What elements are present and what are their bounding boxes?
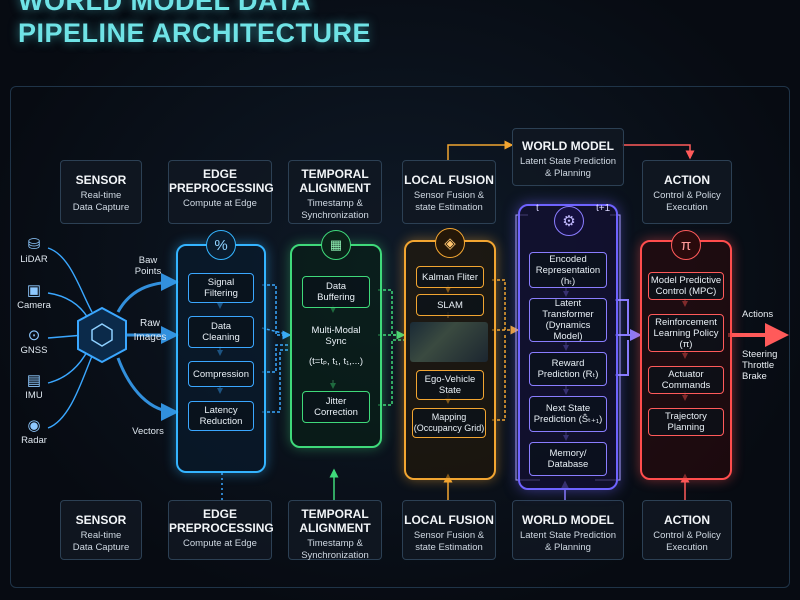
header-title: WORLD MODEL xyxy=(522,139,614,153)
edge-block-latency: Latency Reduction xyxy=(188,401,254,431)
header-subtitle: Sensor Fusion & state Estimation xyxy=(413,530,485,553)
output-actions-items: Steering Throttle Brake xyxy=(742,349,778,382)
fusion-block-kalman: Kalman Fliter xyxy=(416,266,484,288)
header-subtitle: Timestamp & Synchronization xyxy=(301,538,369,561)
temporal-block-buffering: Data Buffering xyxy=(302,276,370,308)
location-pin-icon: ⊙ xyxy=(27,327,41,344)
flow-label-points: Baw Points xyxy=(134,255,162,277)
fusion-map-visual xyxy=(410,322,488,362)
camera-icon: ▣ xyxy=(26,282,42,299)
header-title: EDGE PREPROCESSING xyxy=(169,167,274,195)
page-title-line1: WORLD MODEL DATA xyxy=(18,0,311,16)
header-sensor-bottom: SENSOR Real-time Data Capture xyxy=(60,500,142,560)
sensor-label: LiDAR xyxy=(20,254,48,265)
edge-block-compression: Compression xyxy=(188,361,254,387)
action-block-rl-policy: Reinforcement Learning Policy (π) xyxy=(648,314,724,352)
sensor-gnss: ⊙GNSS xyxy=(14,327,54,356)
temporal-block-jitter: Jitter Correction xyxy=(302,391,370,423)
stage-world-model: ⚙ t t+1 Encoded Representation (hₜ) Late… xyxy=(518,203,618,490)
output-actions-label: Actions xyxy=(742,309,774,320)
header-world-bottom: WORLD MODEL Latent State Prediction & Pla… xyxy=(512,500,624,560)
header-title: ACTION xyxy=(664,513,710,527)
header-title: SENSOR xyxy=(75,173,127,187)
edge-block-cleaning: Data Cleaning xyxy=(188,316,254,348)
action-block-actuator: Actuator Commands xyxy=(648,366,724,394)
sensor-imu: ▤IMU xyxy=(14,372,54,401)
header-title: LOCAL FUSION xyxy=(404,173,494,187)
sensor-label: Radar xyxy=(21,435,47,446)
header-title: TEMPORAL ALIGNMENT xyxy=(299,507,371,535)
sensor-lidar: ⛁LiDAR xyxy=(14,236,54,265)
fusion-icon: ◈ xyxy=(435,228,465,258)
pi-icon: π xyxy=(671,230,701,260)
time-label-t1: t+1 xyxy=(596,203,611,214)
header-subtitle: Real-time Data Capture xyxy=(72,190,130,213)
fusion-block-mapping: Mapping (Occupancy Grid) xyxy=(412,408,486,438)
world-block-transformer: Latent Transformer (Dynamics Model) xyxy=(529,298,607,342)
temporal-block-timestamps: (t=tₚ, t₁, t₁,...) xyxy=(308,355,364,367)
sensor-label: IMU xyxy=(25,390,43,401)
time-label-t: t xyxy=(536,203,539,214)
flow-label-vectors: Vectors xyxy=(132,426,164,437)
header-title: LOCAL FUSION xyxy=(404,513,494,527)
sensor-hub xyxy=(77,306,127,364)
sensor-label: Camera xyxy=(17,300,51,311)
header-title: WORLD MODEL xyxy=(522,513,614,527)
fusion-block-slam: SLAM xyxy=(416,294,484,316)
header-subtitle: Compute at Edge xyxy=(183,198,257,209)
header-subtitle: Latent State Prediction & Planning xyxy=(519,530,617,553)
header-subtitle: Control & Policy Execution xyxy=(653,190,721,213)
flow-label-images: Raw Images xyxy=(133,318,167,343)
sensor-radar: ◉Radar xyxy=(14,417,54,446)
header-action-bottom: ACTION Control & Policy Execution xyxy=(642,500,732,560)
page-title-line2: PIPELINE ARCHITECTURE xyxy=(18,18,372,48)
header-subtitle: Timestamp & Synchronization xyxy=(301,198,369,221)
fusion-block-ego-state: Ego-Vehicle State xyxy=(416,370,484,400)
header-sensor-top: SENSOR Real-time Data Capture xyxy=(60,160,142,224)
world-block-memory: Memory/ Database xyxy=(529,442,607,476)
temporal-block-sync: Multi-Modal Sync xyxy=(311,325,361,347)
stage-fusion: ◈ Kalman Fliter SLAM Ego-Vehicle State M… xyxy=(404,228,496,480)
header-subtitle: Control & Policy Execution xyxy=(653,530,721,553)
header-subtitle: Latent State Prediction & Planning xyxy=(519,156,617,179)
header-edge-top: EDGE PREPROCESSING Compute at Edge xyxy=(168,160,274,224)
header-title: SENSOR xyxy=(75,513,127,527)
header-subtitle: Compute at Edge xyxy=(183,538,257,549)
gear-icon: ⚙ xyxy=(554,206,584,236)
stage-temporal: ▦ Data Buffering Multi-Modal Sync (t=tₚ,… xyxy=(290,230,382,448)
percent-icon: % xyxy=(206,230,236,260)
header-action-top: ACTION Control & Policy Execution xyxy=(642,160,732,224)
sensor-camera: ▣Camera xyxy=(14,282,54,311)
calendar-icon: ▦ xyxy=(321,230,351,260)
header-subtitle: Real-time Data Capture xyxy=(72,530,130,553)
action-block-trajectory: Trajectory Planning xyxy=(648,408,724,436)
world-block-encoded: Encoded Representation (hₜ) xyxy=(529,252,607,288)
header-fusion-top: LOCAL FUSION Sensor Fusion & state Estima… xyxy=(402,160,496,224)
header-fusion-bottom: LOCAL FUSION Sensor Fusion & state Estima… xyxy=(402,500,496,560)
world-block-reward: Reward Prediction (Rₜ) xyxy=(529,352,607,386)
sensor-label: GNSS xyxy=(20,345,48,356)
header-title: ACTION xyxy=(664,173,710,187)
header-edge-bottom: EDGE PREPROCESSING Compute at Edge xyxy=(168,500,274,560)
action-block-mpc: Model Predictive Control (MPC) xyxy=(648,272,724,300)
header-title: TEMPORAL ALIGNMENT xyxy=(299,167,371,195)
stage-edge: % Signal Filtering Data Cleaning Compres… xyxy=(176,230,266,473)
header-world-top: WORLD MODEL Latent State Prediction & Pla… xyxy=(512,128,624,186)
radar-icon: ◉ xyxy=(27,417,41,434)
chip-icon: ▤ xyxy=(26,372,42,389)
header-title: EDGE PREPROCESSING xyxy=(169,507,274,535)
header-subtitle: Sensor Fusion & state Estimation xyxy=(413,190,485,213)
stage-action: π Model Predictive Control (MPC) Reinfor… xyxy=(640,230,732,480)
header-temporal-top: TEMPORAL ALIGNMENT Timestamp & Synchroniz… xyxy=(288,160,382,224)
edge-block-filtering: Signal Filtering xyxy=(188,273,254,303)
header-temporal-bottom: TEMPORAL ALIGNMENT Timestamp & Synchroniz… xyxy=(288,500,382,561)
database-icon: ⛁ xyxy=(27,236,41,253)
world-block-next-state: Next State Prediction (Ŝₜ₊₁) xyxy=(529,396,607,432)
diagram-frame xyxy=(10,86,790,588)
